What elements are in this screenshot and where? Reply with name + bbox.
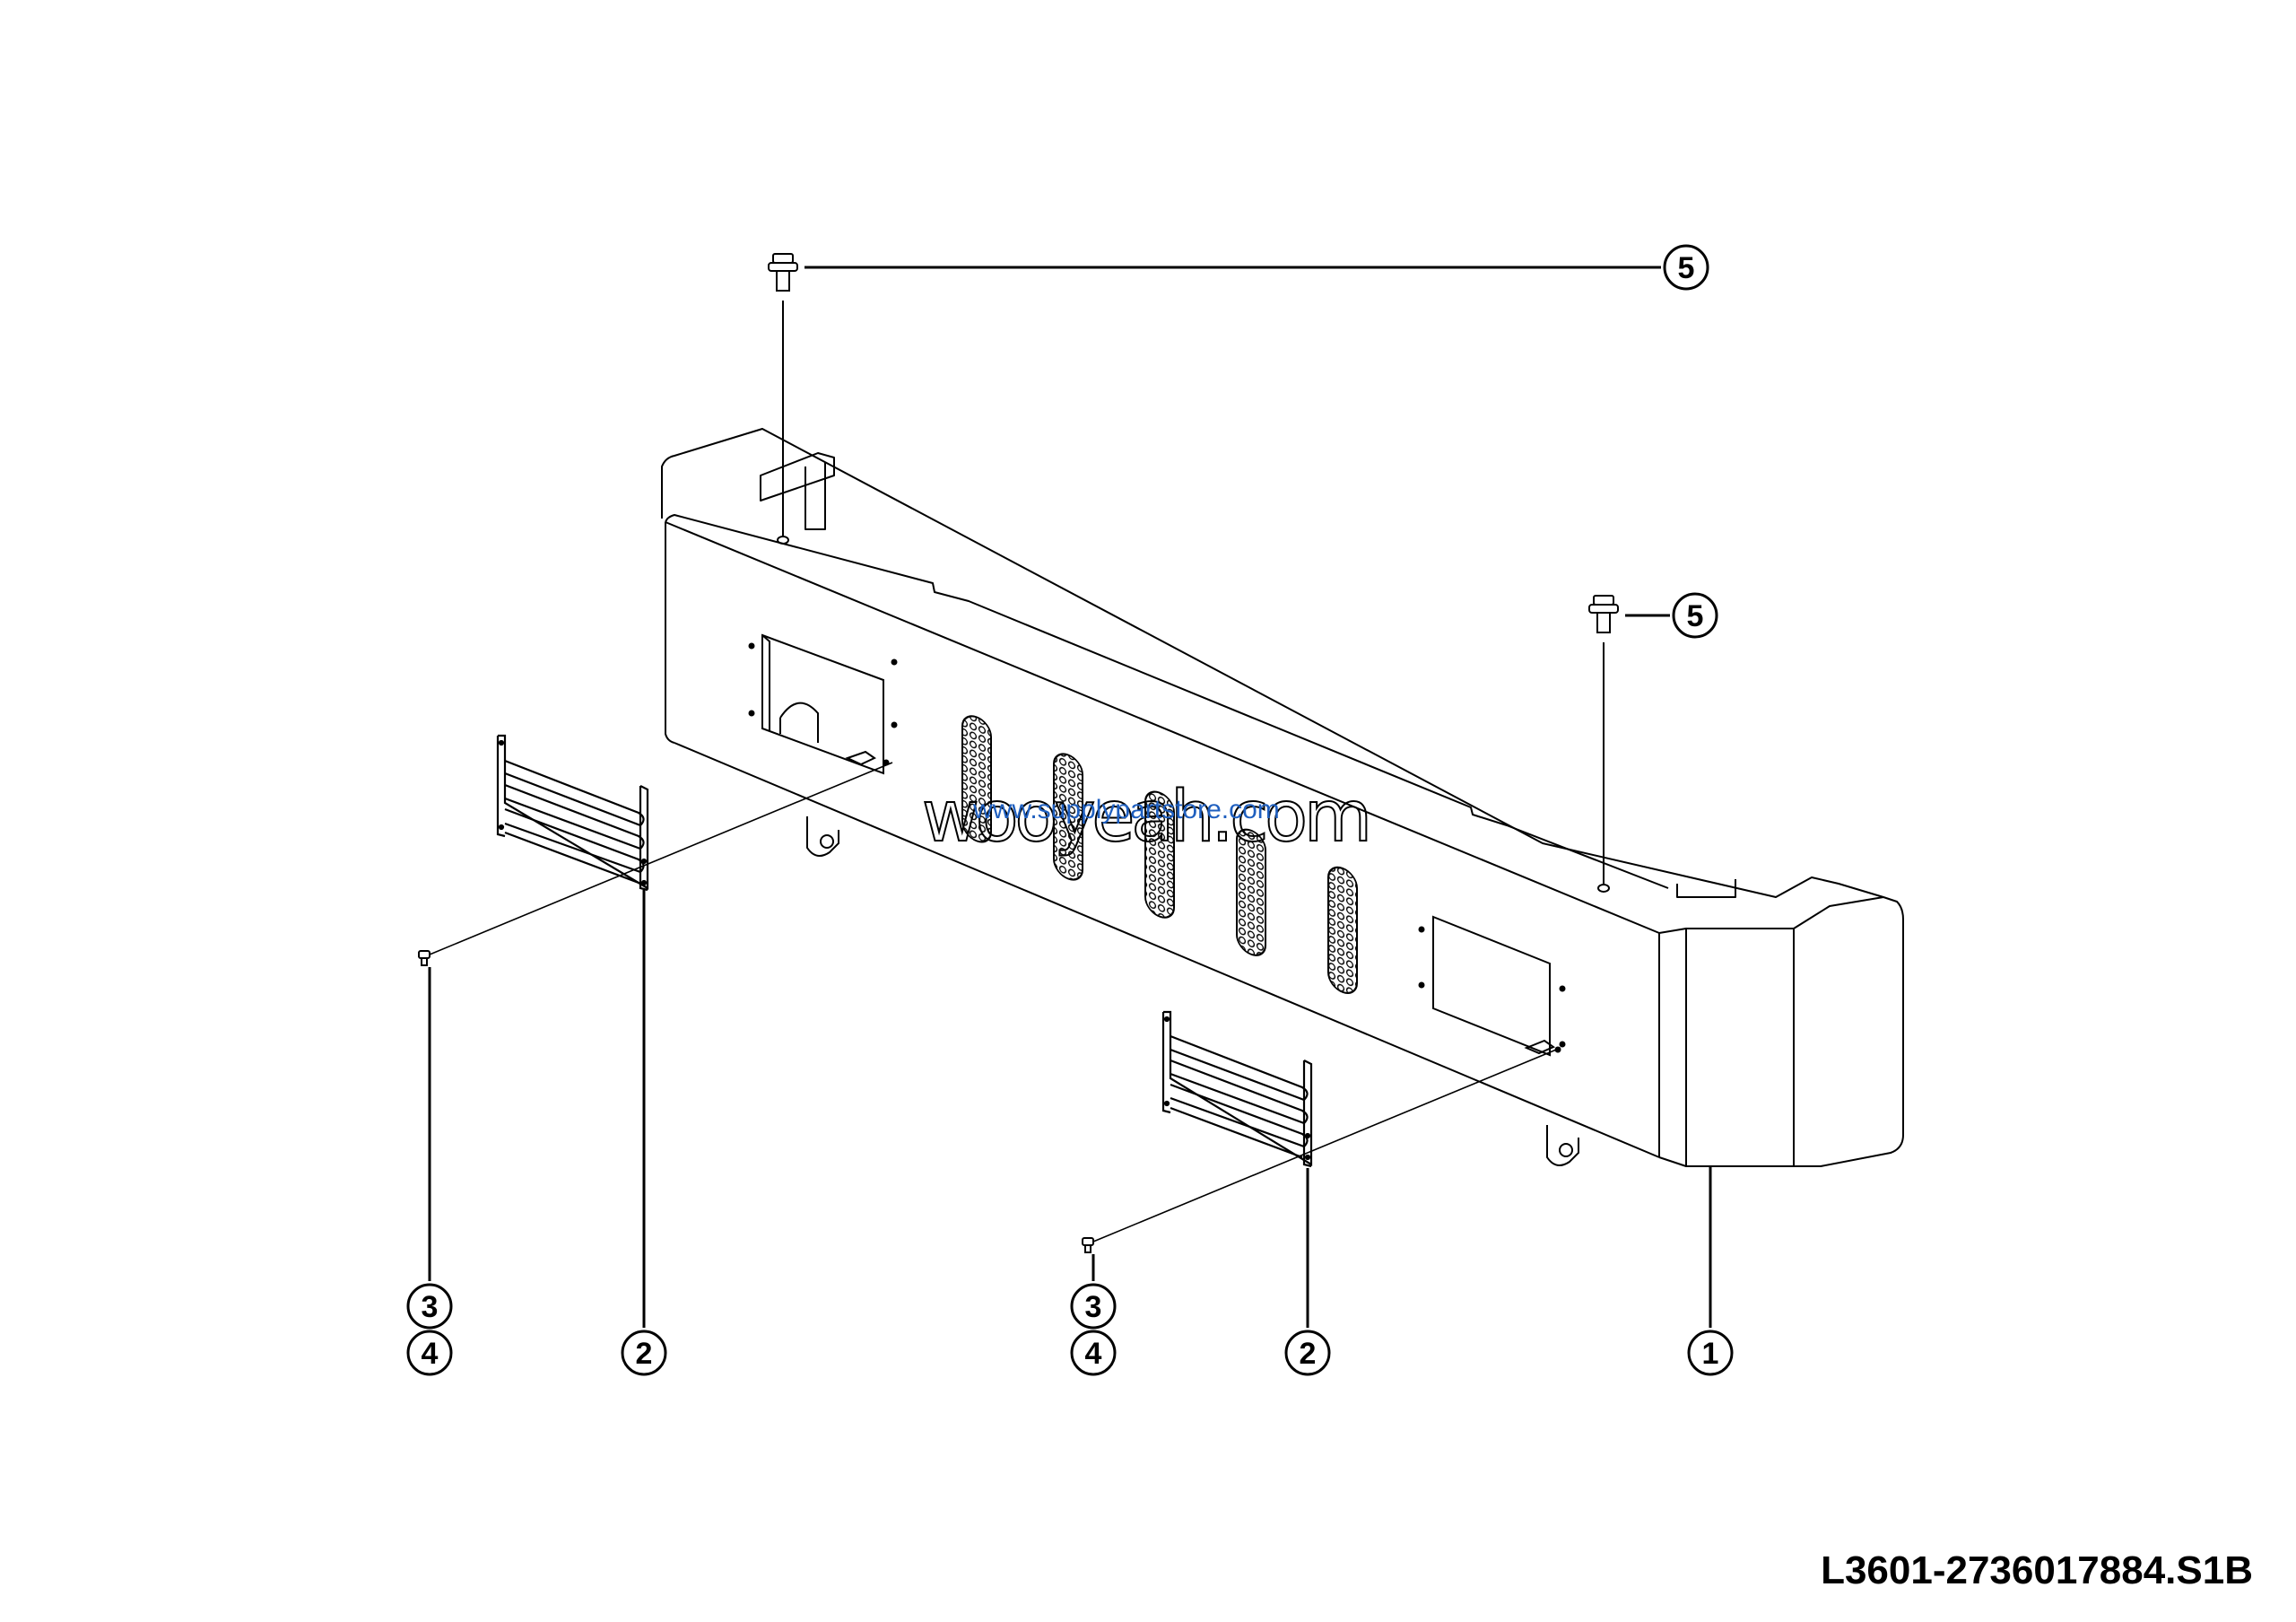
svg-text:4: 4 — [1085, 1337, 1102, 1371]
flange-bolt-right — [1588, 595, 1619, 885]
callout-2-left: 2 — [621, 1330, 667, 1376]
svg-text:3: 3 — [1085, 1290, 1102, 1324]
right-light-cutout — [1418, 915, 1566, 1057]
watermark-url: www.supplypartstore.com — [972, 795, 1280, 824]
watermark: wooyeah.com www.supplypartstore.com — [921, 776, 1373, 859]
left-light-cutout — [748, 633, 898, 775]
callout-5-top: 5 — [1663, 244, 1709, 291]
svg-text:3: 3 — [422, 1290, 439, 1324]
drawing-code: L3601-2736017884.S1B — [1821, 1548, 2253, 1592]
tow-lugs — [806, 816, 1579, 1166]
grille-slot-1 — [961, 715, 992, 843]
grille-slot-5 — [1327, 866, 1358, 994]
callout-3-right: 3 — [1070, 1283, 1117, 1330]
leader-lines — [428, 266, 1712, 1328]
lamp-guard-right — [1161, 1010, 1313, 1168]
svg-text:2: 2 — [1300, 1337, 1317, 1371]
svg-text:5: 5 — [1678, 251, 1695, 285]
callout-5-right: 5 — [1672, 592, 1718, 639]
callout-4-right: 4 — [1070, 1330, 1117, 1376]
svg-text:2: 2 — [636, 1337, 653, 1371]
grille-slot-4 — [1236, 828, 1266, 956]
svg-text:5: 5 — [1687, 599, 1704, 633]
mesh-grille-slots — [961, 715, 1358, 994]
callout-4-left: 4 — [406, 1330, 453, 1376]
callout-2-right: 2 — [1284, 1330, 1331, 1376]
screw-right — [1082, 1047, 1561, 1253]
bumper-body — [661, 428, 1904, 1167]
screw-left — [418, 762, 893, 966]
grille-slot-3 — [1144, 790, 1175, 919]
svg-text:1: 1 — [1702, 1337, 1719, 1371]
svg-text:4: 4 — [422, 1337, 439, 1371]
callout-1: 1 — [1687, 1330, 1734, 1376]
flange-bolt-top — [768, 253, 798, 536]
lamp-guard-left — [496, 734, 649, 892]
callout-3-left: 3 — [406, 1283, 453, 1330]
grille-slot-2 — [1053, 753, 1083, 881]
watermark-brand: wooyeah.com — [922, 777, 1369, 858]
